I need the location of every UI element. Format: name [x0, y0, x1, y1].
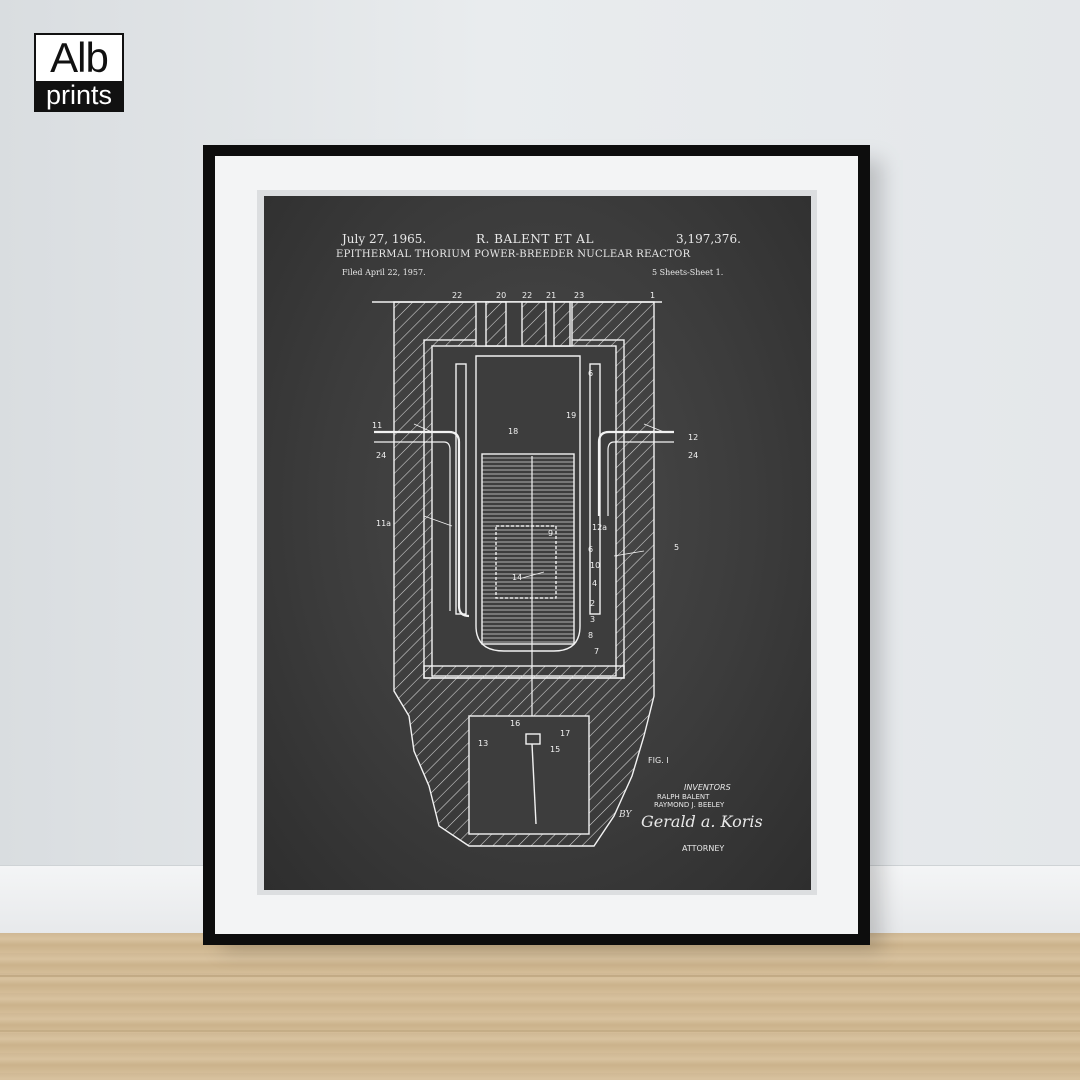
inventors-label: INVENTORS [684, 783, 731, 792]
svg-text:1: 1 [650, 291, 655, 300]
inlet-pipe-inner [374, 441, 451, 611]
svg-text:7: 7 [594, 647, 599, 656]
svg-text:17: 17 [560, 729, 570, 738]
patent-date: July 27, 1965. [342, 232, 427, 246]
svg-text:2: 2 [590, 599, 595, 608]
plug-segment [485, 301, 507, 347]
patent-title: EPITHERMAL THORIUM POWER-BREEDER NUCLEAR… [336, 249, 691, 260]
svg-text:18: 18 [508, 427, 518, 436]
svg-text:6: 6 [588, 545, 593, 554]
patent-poster: July 27, 1965. R. BALENT ET AL 3,197,376… [264, 196, 811, 890]
outlet-pipe [597, 430, 674, 516]
inventor-name: RAYMOND J. BEELEY [654, 801, 725, 809]
drive-chamber [468, 715, 590, 835]
patent-filed-date: Filed April 22, 1957. [342, 268, 426, 277]
svg-text:14: 14 [512, 573, 522, 582]
inventor-name: RALPH BALENT [657, 793, 710, 801]
svg-text:12: 12 [688, 433, 698, 442]
svg-text:24: 24 [376, 451, 386, 460]
brand-logo: Alb prints [34, 33, 124, 112]
svg-text:20: 20 [496, 291, 506, 300]
svg-text:8: 8 [588, 631, 593, 640]
svg-text:13: 13 [478, 739, 488, 748]
core-region [481, 453, 575, 645]
svg-text:23: 23 [574, 291, 584, 300]
svg-text:4: 4 [592, 579, 597, 588]
drive-mechanism [525, 733, 541, 745]
svg-text:22: 22 [452, 291, 462, 300]
drive-shaft [531, 743, 537, 825]
svg-text:22: 22 [522, 291, 532, 300]
logo-line-2: prints [36, 81, 122, 112]
svg-text:11: 11 [372, 421, 382, 430]
svg-text:19: 19 [566, 411, 576, 420]
svg-text:12a: 12a [592, 523, 607, 532]
attorney-signature: Gerald a. Koris [641, 812, 763, 831]
core-center [495, 525, 557, 599]
svg-text:11a: 11a [376, 519, 391, 528]
wood-floor [0, 933, 1080, 1080]
patent-number: 3,197,376. [676, 232, 741, 246]
plug-segment [521, 301, 547, 347]
figure-label: FIG. I [648, 756, 669, 765]
logo-line-1: Alb [50, 34, 109, 81]
attorney-label: ATTORNEY [682, 844, 725, 853]
floor-slab [423, 665, 625, 679]
svg-text:16: 16 [510, 719, 520, 728]
svg-text:10: 10 [590, 561, 600, 570]
floor-seam [0, 975, 1080, 977]
svg-text:21: 21 [546, 291, 556, 300]
inlet-pipe [374, 430, 470, 618]
plug-segment [553, 301, 571, 347]
outlet-pipe-inner [607, 441, 674, 516]
floor-seam [0, 1030, 1080, 1032]
svg-text:15: 15 [550, 745, 560, 754]
svg-text:24: 24 [688, 451, 698, 460]
svg-text:9: 9 [548, 529, 553, 538]
patent-sheets: 5 Sheets-Sheet 1. [652, 268, 724, 277]
svg-text:6: 6 [588, 369, 593, 378]
svg-text:5: 5 [674, 543, 679, 552]
patent-inventor-header: R. BALENT ET AL [476, 232, 594, 246]
svg-text:3: 3 [590, 615, 595, 624]
reactor-vessel [475, 355, 581, 652]
by-label: BY [619, 810, 632, 820]
